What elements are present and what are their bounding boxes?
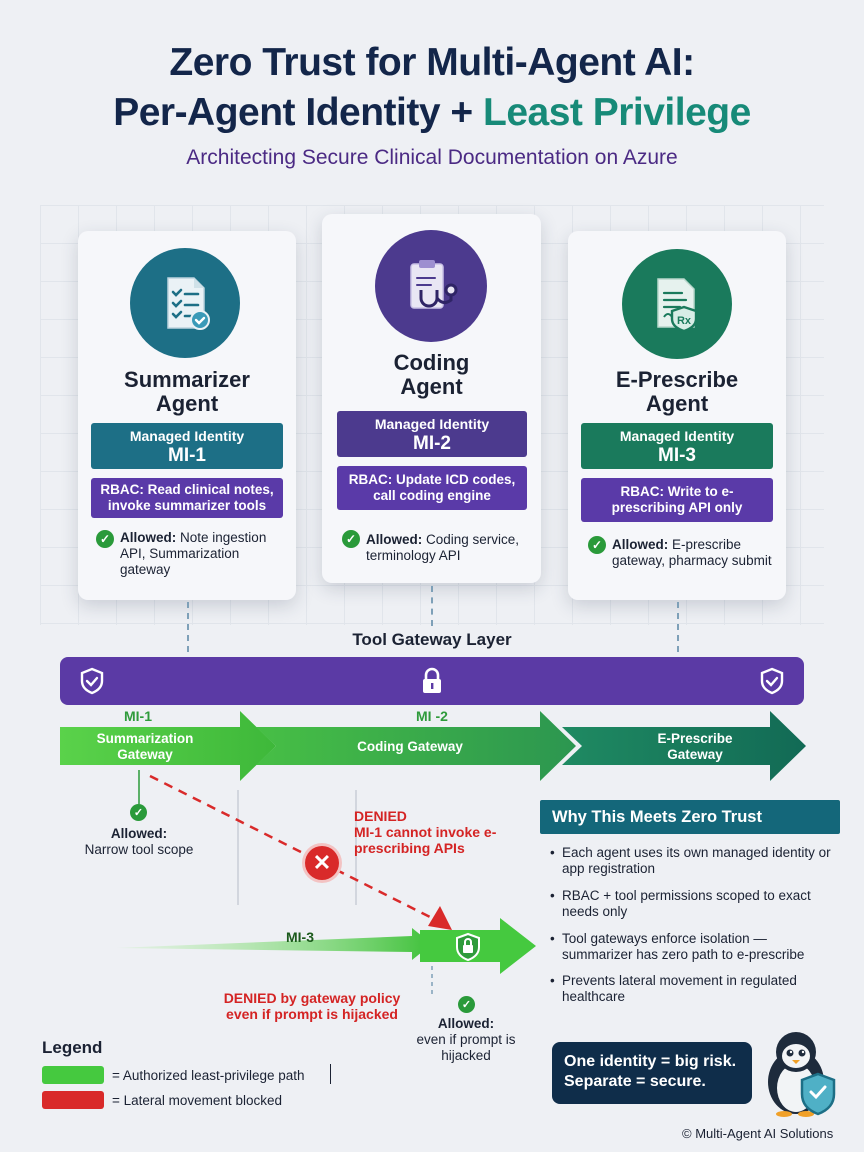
mi2-tag: MI -2	[416, 708, 448, 724]
eprescribe-gateway-label: E-Prescribe Gateway	[657, 731, 733, 762]
legend-item: = Authorized least-privilege path	[112, 1068, 305, 1083]
mi3-spear-arrow	[116, 928, 432, 960]
connector-line	[187, 602, 189, 652]
denied-arrowhead	[428, 906, 452, 930]
rbac-scope: RBAC: Update ICD codes, call coding engi…	[337, 466, 527, 510]
check-icon: ✓	[588, 536, 606, 554]
check-icon: ✓	[342, 530, 360, 548]
why-zero-trust-panel: Why This Meets Zero Trust Each agent use…	[540, 800, 840, 1015]
allowed-scope: Allowed: Coding service, terminology API	[366, 532, 520, 563]
managed-identity-badge: Managed Identity MI-2	[337, 411, 527, 457]
page-subtitle: Architecting Secure Clinical Documentati…	[186, 146, 678, 169]
why-title: Why This Meets Zero Trust	[540, 800, 840, 834]
allowed-mi3-note: Allowed:even if prompt is hijacked	[416, 1016, 516, 1063]
page-title: Zero Trust for Multi-Agent AI: Per-Agent…	[113, 41, 751, 134]
allowed-mi1-note: Allowed:Narrow tool scope	[84, 826, 194, 857]
why-item: Tool gateways enforce isolation — summar…	[550, 931, 840, 963]
copyright: © Multi-Agent AI Solutions	[682, 1126, 834, 1141]
connector-line	[677, 602, 679, 652]
tool-gateway-bar	[60, 657, 804, 705]
allowed-scope: Allowed: Note ingestion API, Summarizati…	[120, 530, 267, 577]
why-item: Prevents lateral movement in regulated h…	[550, 973, 840, 1005]
rbac-scope: RBAC: Write to e-prescribing API only	[581, 478, 773, 522]
denied-policy-note: DENIED by gateway policy even if prompt …	[223, 990, 401, 1022]
allowed-scope: Allowed: E-prescribe gateway, pharmacy s…	[612, 537, 772, 568]
connector-line	[431, 586, 433, 626]
penguin-mascot-icon	[756, 1026, 846, 1118]
legend-swatch-red	[42, 1091, 104, 1109]
why-item: Each agent uses its own managed identity…	[550, 845, 840, 877]
check-icon: ✓	[96, 530, 114, 548]
legend-item: = Lateral movement blocked	[112, 1093, 282, 1108]
tool-gateway-layer-label: Tool Gateway Layer	[352, 630, 512, 649]
shield-check-icon	[758, 667, 786, 695]
check-icon: ✓	[130, 804, 147, 821]
mi1-tag: MI-1	[124, 708, 152, 724]
checklist-icon	[130, 248, 240, 358]
coding-gateway-label: Coding Gateway	[357, 739, 463, 754]
lock-icon	[418, 667, 446, 695]
legend-title: Legend	[42, 1038, 103, 1057]
shield-check-icon	[78, 667, 106, 695]
svg-text:Rx: Rx	[677, 315, 692, 327]
callout-box: One identity = big risk.Separate = secur…	[552, 1042, 752, 1104]
stethoscope-clipboard-icon	[375, 230, 487, 342]
x-icon: ✕	[305, 846, 339, 880]
prescription-icon: Rx	[622, 249, 732, 359]
rbac-scope: RBAC: Read clinical notes, invoke summar…	[91, 478, 283, 518]
managed-identity-badge: Managed Identity MI-3	[581, 423, 773, 469]
legend-swatch-green	[42, 1066, 104, 1084]
shield-lock-icon	[454, 932, 482, 962]
why-item: RBAC + tool permissions scoped to exact …	[550, 888, 840, 920]
summarization-gateway-label: Summarization Gateway	[96, 731, 194, 762]
mi3-tag: MI-3	[286, 929, 314, 945]
check-icon: ✓	[458, 996, 475, 1013]
legend-divider	[330, 1064, 331, 1084]
managed-identity-badge: Managed Identity MI-1	[91, 423, 283, 469]
